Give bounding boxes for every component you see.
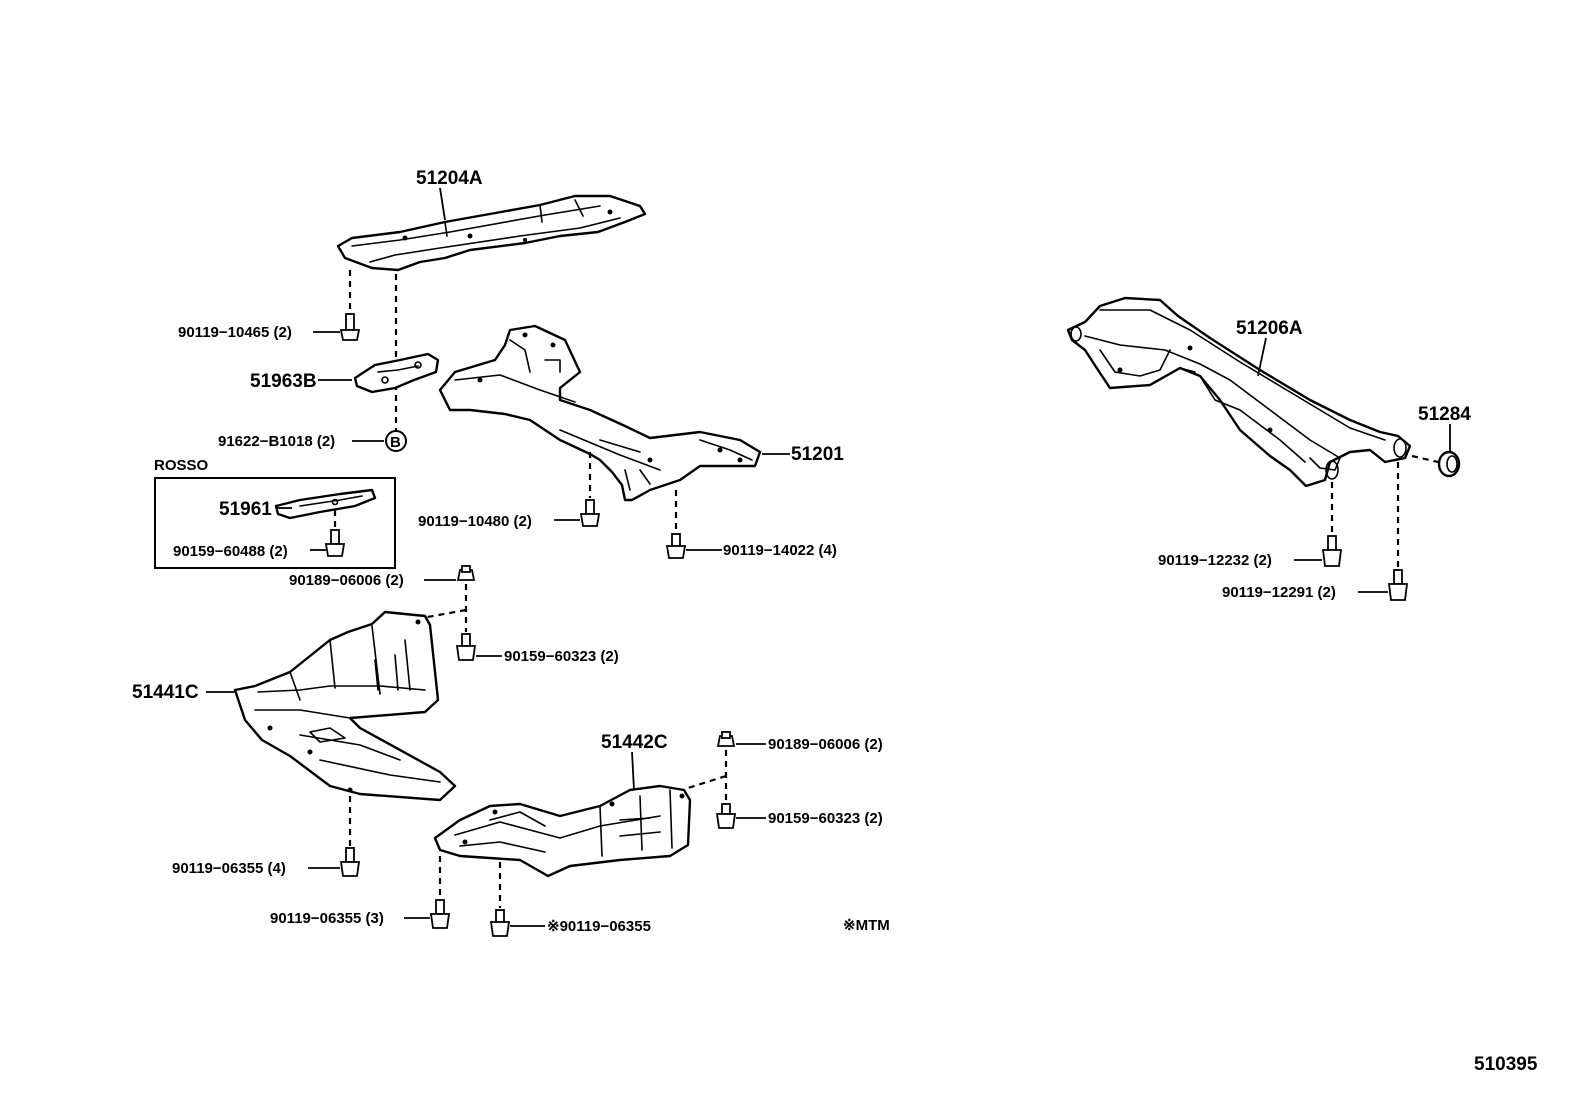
label-90119-06355-3: 90119−06355 (3) — [270, 910, 384, 927]
part-51284-drawing — [1437, 450, 1461, 478]
part-51961-drawing — [274, 488, 377, 520]
label-51442c: 51442C — [601, 732, 668, 753]
label-51441c: 51441C — [132, 682, 199, 703]
label-90119-14022: 90119−14022 (4) — [723, 542, 837, 559]
label-90119-12291: 90119−12291 (2) — [1222, 584, 1336, 601]
label-90119-12232: 90119−12232 (2) — [1158, 552, 1272, 569]
label-90119-06355-mtm: ※90119−06355 — [547, 918, 651, 935]
label-90119-10480: 90119−10480 (2) — [418, 513, 532, 530]
label-51963b: 51963B — [250, 371, 317, 392]
bolt-90159-60488-icon — [324, 529, 346, 557]
part-51442c-drawing — [433, 784, 692, 878]
label-51284: 51284 — [1418, 404, 1471, 425]
clip-90189-06006-b-icon — [716, 731, 736, 747]
part-51201-drawing — [438, 324, 762, 502]
label-51961: 51961 — [219, 499, 272, 520]
bolt-90119-10465-icon — [339, 313, 361, 341]
label-51206a: 51206A — [1236, 318, 1303, 339]
label-rosso: ROSSO — [154, 457, 209, 474]
circle-b-letter: B — [390, 434, 401, 451]
bolt-90119-14022-icon — [665, 533, 687, 559]
bolt-90159-60323-b-icon — [715, 803, 737, 829]
label-90119-10465: 90119−10465 (2) — [178, 324, 292, 341]
label-90159-60323-a: 90159−60323 (2) — [504, 648, 619, 665]
bolt-90119-06355-4-icon — [339, 847, 361, 877]
rosso-box — [154, 477, 396, 569]
label-51204a: 51204A — [416, 168, 483, 189]
part-51204a-drawing — [336, 194, 647, 272]
label-90159-60323-b: 90159−60323 (2) — [768, 810, 883, 827]
leader-51204a — [439, 187, 446, 221]
label-51201: 51201 — [791, 444, 844, 465]
part-51441c-drawing — [233, 610, 457, 802]
part-51963b-drawing — [353, 352, 440, 394]
label-91622-b1018: 91622−B1018 (2) — [218, 433, 335, 450]
circle-b-icon — [385, 430, 407, 452]
bolt-90119-06355-3-icon — [429, 899, 451, 929]
label-90189-06006-b: 90189−06006 (2) — [768, 736, 883, 753]
clip-90189-06006-a-icon — [456, 565, 476, 581]
mtm-note: ※MTM — [843, 917, 890, 934]
bolt-90119-12291-icon — [1387, 569, 1409, 601]
part-51206a-drawing — [1066, 296, 1412, 488]
label-90119-06355-4: 90119−06355 (4) — [172, 860, 286, 877]
bolt-90119-10480-icon — [579, 499, 601, 527]
diagram-number: 510395 — [1474, 1054, 1538, 1075]
bolt-90119-06355-mtm-icon — [489, 909, 511, 937]
bolt-90159-60323-a-icon — [455, 633, 477, 661]
label-90159-60488: 90159−60488 (2) — [173, 543, 288, 560]
label-90189-06006-a: 90189−06006 (2) — [289, 572, 404, 589]
bolt-90119-12232-icon — [1321, 535, 1343, 567]
